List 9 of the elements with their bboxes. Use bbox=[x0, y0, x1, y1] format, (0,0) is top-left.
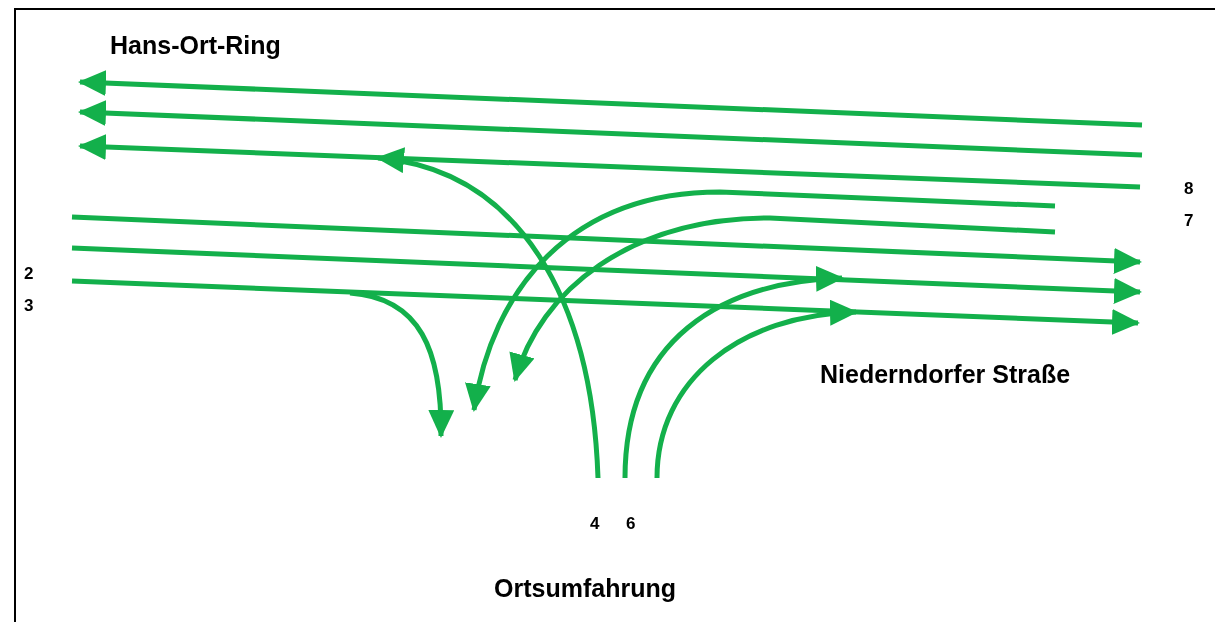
street-name: Ortsumfahrung bbox=[494, 576, 676, 601]
lane-number: 7 bbox=[1184, 212, 1194, 229]
street-name: Hans-Ort-Ring bbox=[110, 33, 281, 58]
street-name: Niederndorfer Straße bbox=[820, 362, 1071, 387]
lane-number: 6 bbox=[626, 515, 636, 532]
lane-number: 2 bbox=[24, 265, 34, 282]
lane-number: 4 bbox=[590, 515, 600, 532]
lane-number: 8 bbox=[1184, 180, 1194, 197]
lane-number: 3 bbox=[24, 297, 34, 314]
